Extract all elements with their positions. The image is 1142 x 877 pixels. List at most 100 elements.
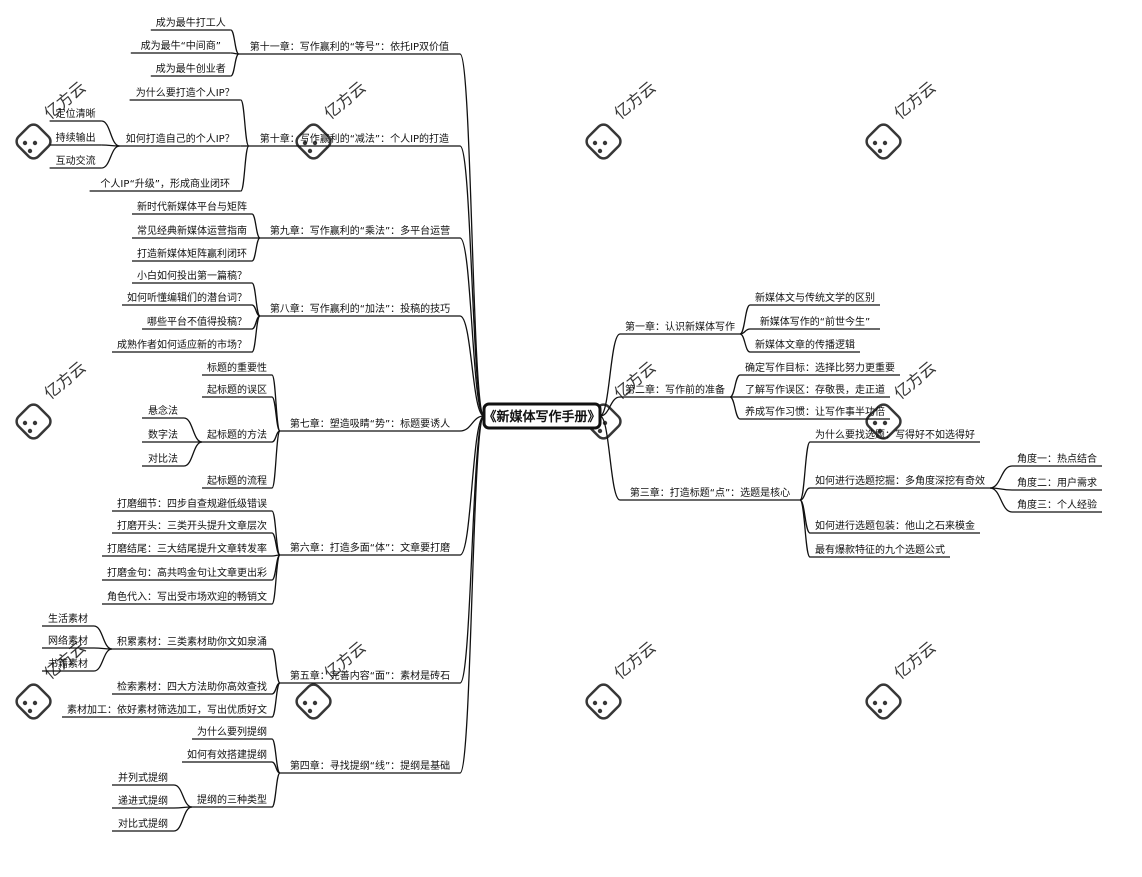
leaf-left-2-2-3[interactable]: 互动交流 [56,154,96,167]
subtopic-left-5-3[interactable]: 起标题的方法 [207,428,267,441]
connector-left-7-3 [271,682,281,718]
connector-right-1 [599,333,621,417]
connector-left-5-3-3 [183,441,203,467]
connector-right-3-2 [799,487,811,501]
subtopic-left-6-5[interactable]: 角色代入：写出受市场欢迎的畅销文 [107,590,267,603]
watermark-text: 亿方云 [320,78,369,123]
leaf-left-8-3-2[interactable]: 递进式提纲 [118,794,168,807]
connector-left-2 [459,145,485,417]
watermark-icon: 亿方云 [15,358,89,440]
subtopic-left-6-4[interactable]: 打磨金句：高共鸣金句让文章更出彩 [107,566,267,579]
watermark-icon: 亿方云 [865,638,939,720]
branch-right-3[interactable]: 第三章：打造标题“点”：选题是核心 [630,486,790,499]
subtopic-left-3-2[interactable]: 常见经典新媒体运营指南 [137,224,247,237]
leaf-left-2-2-1[interactable]: 定位清晰 [56,107,96,120]
connector-right-3-2-3 [989,487,1013,513]
root-node[interactable]: 《新媒体写作手册》 [482,402,602,430]
connector-right-2-3 [729,396,741,420]
leaf-left-7-1-2[interactable]: 网络素材 [48,634,88,647]
subtopic-left-4-2[interactable]: 如何听懂编辑们的潜台词？ [127,291,247,304]
branch-right-2[interactable]: 第二章：写作前的准备 [625,383,725,396]
subtopic-left-4-3[interactable]: 哪些平台不值得投稿？ [147,315,247,328]
branch-left-1[interactable]: 第十一章：写作赢利的“等号”：依托IP双价值 [250,40,449,53]
leaf-left-2-2-2[interactable]: 持续输出 [56,131,96,144]
subtopic-left-4-1[interactable]: 小白如何投出第一篇稿？ [137,269,247,282]
subtopic-right-2-2[interactable]: 了解写作误区：存敬畏，走正道 [745,383,885,396]
branch-left-4[interactable]: 第八章：写作赢利的“加法”：投稿的技巧 [270,302,450,315]
subtopic-left-6-3[interactable]: 打磨结尾：三大结尾提升文章转发率 [107,542,267,555]
connector-left-2-2-1 [101,120,120,147]
connector-left-5-1 [271,374,281,432]
subtopic-right-3-1[interactable]: 为什么要找选题：写得好不如选得好 [815,428,975,441]
leaf-right-3-2-2[interactable]: 角度二：用户需求 [1017,476,1097,489]
subtopic-left-4-4[interactable]: 成熟作者如何适应新的市场？ [117,338,247,351]
connector-right-3-2-1 [989,465,1013,489]
subtopic-left-5-2[interactable]: 起标题的误区 [207,383,267,396]
leaf-right-3-2-3[interactable]: 角度三：个人经验 [1017,498,1097,511]
subtopic-left-6-2[interactable]: 打磨开头：三类开头提升文章层次 [117,519,267,532]
connector-left-5-4 [271,430,281,489]
connector-left-2-3 [240,145,250,192]
branch-left-6[interactable]: 第六章：打造多面“体”：文章要打磨 [290,541,450,554]
leaf-left-7-1-3[interactable]: 书籍素材 [48,657,88,670]
subtopic-left-7-2[interactable]: 检索素材：四大方法助你高效查找 [117,680,267,693]
subtopic-left-2-3[interactable]: 个人IP“升级”，形成商业闭环 [100,177,230,190]
connector-left-8 [459,415,485,774]
subtopic-right-2-1[interactable]: 确定写作目标：选择比努力更重要 [745,361,895,374]
subtopic-right-3-3[interactable]: 如何进行选题包装：他山之石来模金 [815,519,975,532]
watermark-text: 亿方云 [610,78,659,123]
leaf-left-5-3-3[interactable]: 对比法 [148,452,178,465]
subtopic-left-5-4[interactable]: 起标题的流程 [207,474,267,487]
branch-left-7[interactable]: 第五章：完善内容“面”：素材是砖石 [290,669,450,682]
subtopic-left-5-1[interactable]: 标题的重要性 [207,361,267,374]
root-node-box [482,402,602,430]
branch-right-1[interactable]: 第一章：认识新媒体写作 [625,320,735,333]
subtopic-left-2-2[interactable]: 如何打造自己的个人IP？ [126,132,235,145]
connector-left-5-3-1 [183,417,203,443]
subtopic-right-1-3[interactable]: 新媒体文章的传播逻辑 [755,338,855,351]
connector-left-6 [459,415,485,556]
connector-left-1 [459,53,485,417]
subtopic-left-8-1[interactable]: 为什么要列提纲 [197,725,267,738]
subtopic-left-8-3[interactable]: 提纲的三种类型 [197,793,267,806]
subtopic-right-1-1[interactable]: 新媒体文与传统文学的区别 [755,291,875,304]
subtopic-left-8-2[interactable]: 如何有效搭建提纲 [187,748,267,761]
connector-left-1-3 [230,53,240,77]
leaf-left-8-3-1[interactable]: 并列式提纲 [118,771,168,784]
connector-left-7-1 [271,648,281,684]
subtopic-left-1-1[interactable]: 成为最牛打工人 [156,16,226,29]
connector-right-3-1 [799,441,811,501]
watermark-text: 亿方云 [40,358,89,403]
subtopic-right-3-4[interactable]: 最有爆款特征的九个选题公式 [815,543,945,556]
branch-left-2[interactable]: 第十章：写作赢利的“减法”：个人IP的打造 [260,132,449,145]
subtopic-left-3-3[interactable]: 打造新媒体矩阵赢利闭环 [137,247,247,260]
subtopic-left-6-1[interactable]: 打磨细节：四步自查规避低级错误 [117,497,267,510]
branch-left-5[interactable]: 第七章：塑造吸睛“势”：标题要诱人 [290,417,450,430]
connector-left-2-1 [240,99,250,147]
watermark-text: 亿方云 [610,638,659,683]
connector-left-3-3 [251,237,261,262]
subtopic-left-3-1[interactable]: 新时代新媒体平台与矩阵 [137,200,247,213]
connector-left-8-3 [271,772,281,808]
connector-left-3 [459,237,485,417]
connector-left-3-1 [251,213,261,239]
subtopic-right-1-2[interactable]: 新媒体写作的“前世今生” [760,315,870,328]
connector-right-2-1 [729,374,741,398]
subtopic-left-2-1[interactable]: 为什么要打造个人IP？ [136,86,235,99]
watermark-text: 亿方云 [610,358,659,403]
leaf-left-5-3-1[interactable]: 悬念法 [148,404,178,417]
branch-left-8[interactable]: 第四章：寻找提纲“线”：提纲是基础 [290,759,450,772]
subtopic-left-7-1[interactable]: 积累素材：三类素材助你文如泉涌 [117,635,267,648]
subtopic-left-7-3[interactable]: 素材加工：依好素材筛选加工，写出优质好文 [67,703,267,716]
leaf-right-3-2-1[interactable]: 角度一：热点结合 [1017,452,1097,465]
subtopic-left-1-3[interactable]: 成为最牛创业者 [156,62,226,75]
leaf-left-7-1-1[interactable]: 生活素材 [48,612,88,625]
subtopic-right-3-2[interactable]: 如何进行选题挖掘：多角度深挖有奇效 [815,474,985,487]
branch-left-3[interactable]: 第九章：写作赢利的“乘法”：多平台运营 [270,224,450,237]
subtopic-left-1-2[interactable]: 成为最牛“中间商” [141,39,221,52]
leaf-left-8-3-3[interactable]: 对比式提纲 [118,817,168,830]
leaf-left-5-3-2[interactable]: 数字法 [148,428,178,441]
subtopic-right-2-3[interactable]: 养成写作习惯：让写作事半功倍 [745,405,885,418]
